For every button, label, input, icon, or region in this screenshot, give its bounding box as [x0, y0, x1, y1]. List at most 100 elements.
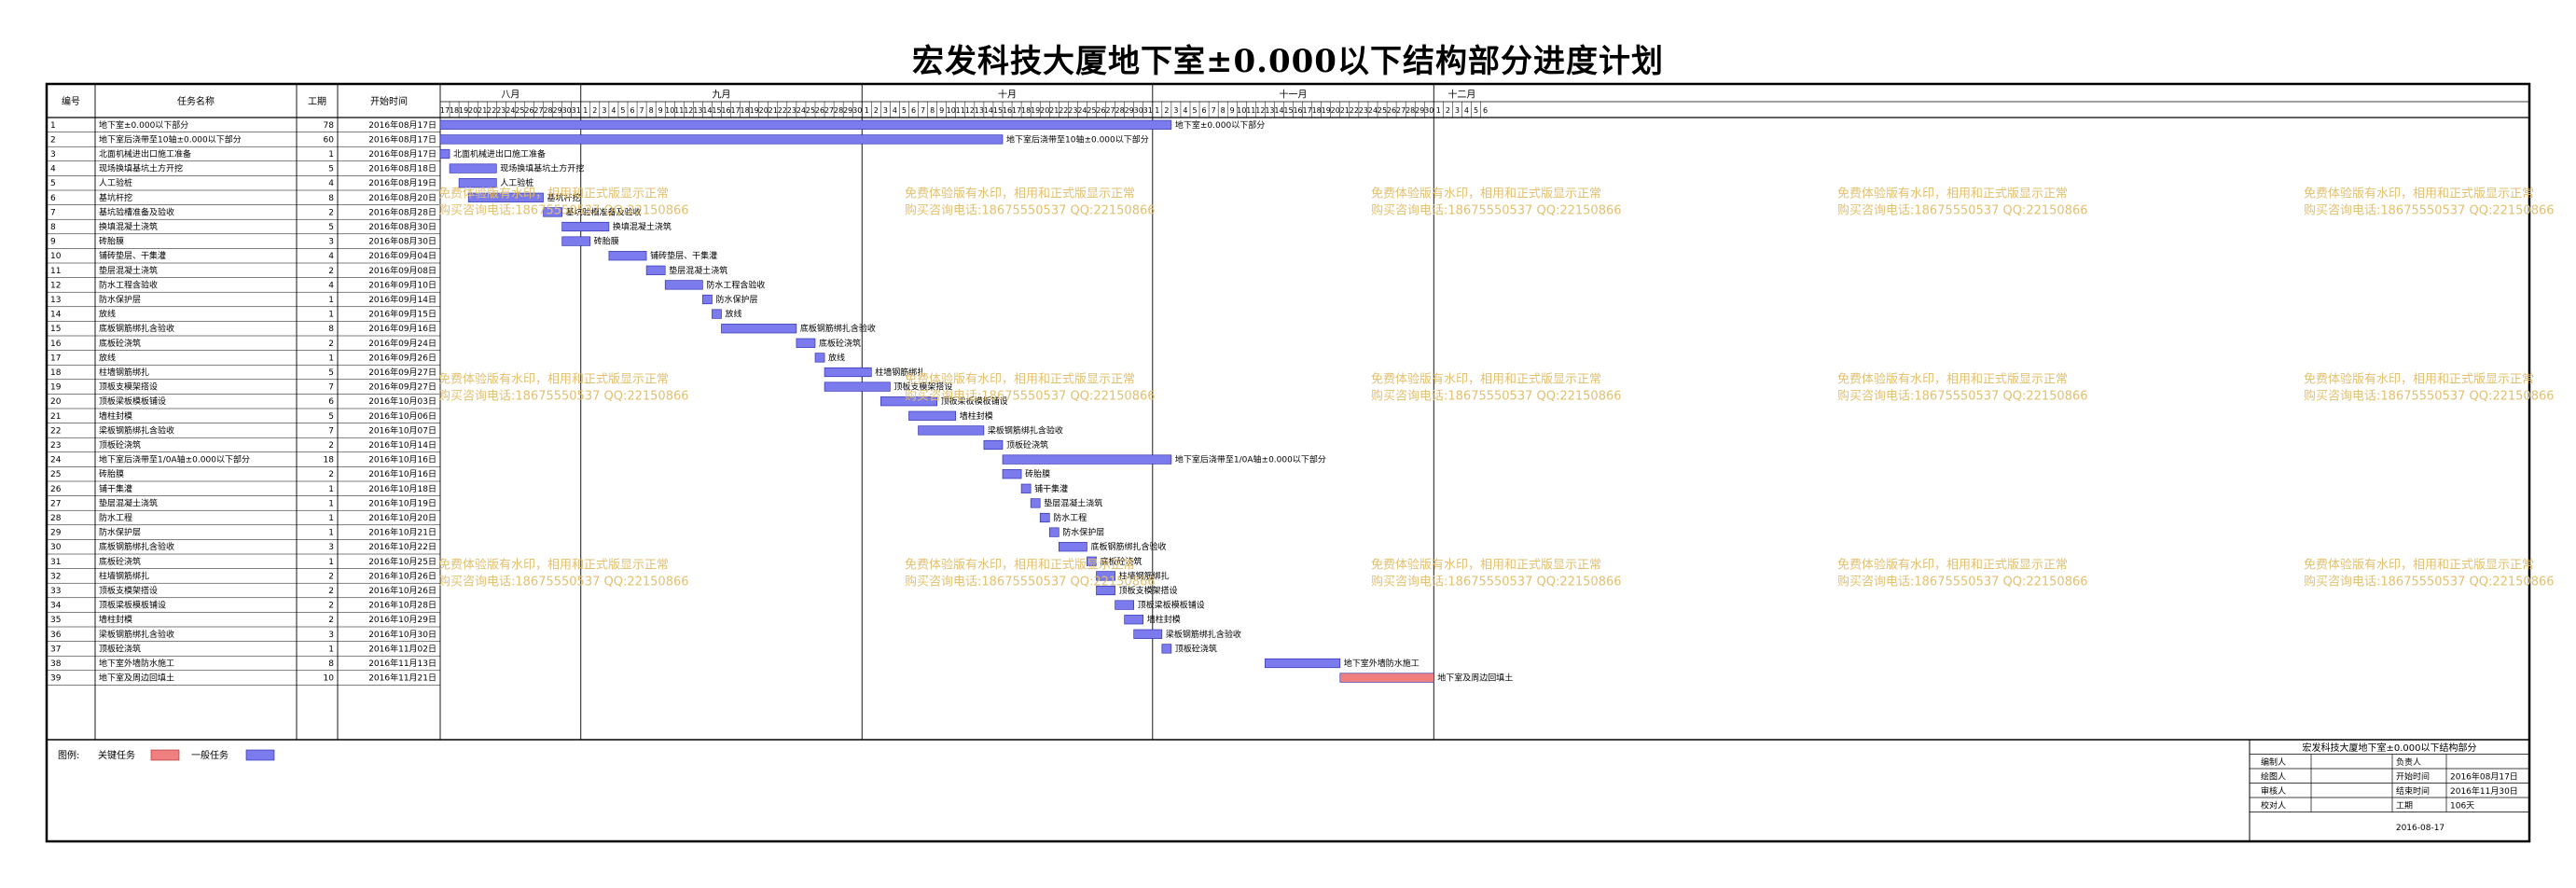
task-name: 梁板钢筋绑扎含验收: [99, 424, 174, 436]
task-duration: 1: [328, 150, 334, 160]
task-name: 北面机械进出口施工准备: [99, 148, 191, 160]
task-bar-label: 现场换填基坑土方开挖: [500, 163, 584, 174]
task-duration: 2: [328, 208, 334, 217]
task-name: 放线: [99, 309, 116, 320]
task-name: 底板砼浇筑: [99, 556, 141, 567]
watermark-line1: 免费体验版有水印，相用和正式版显示正常: [1371, 187, 1601, 201]
day-tick-label: 25: [1087, 106, 1096, 115]
day-tick-label: 11: [674, 106, 684, 115]
task-bar-label: 基坑验槽准备及验收: [566, 206, 642, 217]
task-bar: [908, 410, 957, 421]
task-bar-label: 墙柱封模: [1147, 614, 1181, 625]
task-duration: 2: [328, 441, 334, 451]
day-tick-label: 8: [930, 106, 935, 115]
watermark-line1: 免费体验版有水印，相用和正式版显示正常: [2304, 558, 2534, 573]
task-duration: 8: [328, 659, 334, 669]
month-label: 八月: [501, 90, 519, 101]
info-value: 2016年08月17日: [2450, 770, 2518, 782]
day-tick-label: 26: [1096, 106, 1105, 115]
task-start: 2016年11月02日: [368, 643, 436, 654]
task-start: 2016年11月21日: [368, 673, 436, 684]
day-tick-label: 27: [1396, 106, 1406, 115]
day-tick-label: 19: [1322, 106, 1331, 115]
task-bar: [824, 382, 891, 392]
task-bar-label: 地下室后浇带至10轴±0.000以下部分: [1006, 133, 1149, 145]
info-label: 编制人: [2261, 756, 2286, 768]
day-tick-label: 25: [515, 106, 524, 115]
task-bar-label: 基坑杆挖: [547, 192, 581, 203]
day-tick-label: 1: [583, 106, 588, 115]
task-start: 2016年10月26日: [368, 585, 436, 596]
page-title: 宏发科技大厦地下室±0.000以下结构部分进度计划: [912, 43, 1664, 80]
task-name: 砖胎膜: [99, 236, 124, 247]
day-tick-label: 24: [506, 106, 515, 115]
task-bar: [467, 192, 544, 202]
day-tick-label: 2: [1446, 106, 1450, 115]
task-bar-label: 底板砼浇筑: [819, 338, 861, 349]
task-bar-label: 防水保护层: [1062, 527, 1104, 538]
task-start: 2016年10月06日: [368, 410, 436, 422]
day-tick-label: 26: [1387, 106, 1396, 115]
task-start: 2016年08月28日: [368, 206, 436, 217]
day-tick-label: 19: [1031, 106, 1040, 115]
day-tick-label: 15: [1283, 106, 1293, 115]
day-tick-label: 17: [1303, 106, 1312, 115]
task-id: 1: [50, 121, 56, 131]
info-label: 开始时间: [2396, 770, 2430, 782]
task-bar: [439, 148, 450, 160]
task-bar: [439, 119, 1172, 130]
info-value: 2016年11月30日: [2450, 785, 2518, 797]
task-bar: [1059, 542, 1087, 552]
watermark-line2: 购买咨询电话:18675550537 QQ:22150866: [905, 389, 1156, 404]
chart-frame: [45, 82, 2531, 843]
info-value: 106天: [2450, 801, 2474, 811]
watermark-line1: 免费体验版有水印，相用和正式版显示正常: [438, 558, 669, 573]
day-tick-label: 24: [1077, 106, 1087, 115]
task-name: 地下室及周边回填土: [99, 673, 174, 684]
task-start: 2016年10月29日: [368, 614, 436, 625]
task-duration: 4: [328, 179, 334, 188]
day-tick-label: 20: [759, 106, 769, 115]
day-tick-label: 23: [1068, 106, 1077, 115]
info-label: 校对人: [2261, 799, 2286, 811]
day-tick-label: 5: [902, 106, 907, 115]
task-start: 2016年08月17日: [368, 148, 436, 160]
task-start: 2016年08月17日: [368, 133, 436, 145]
day-tick-label: 6: [1202, 106, 1207, 115]
legend-label: 图例:: [58, 749, 79, 761]
task-name: 梁板钢筋绑扎含验收: [99, 629, 174, 640]
task-duration: 4: [328, 252, 334, 261]
task-name: 现场换填基坑土方开挖: [99, 163, 183, 174]
day-tick-label: 27: [1105, 106, 1115, 115]
day-tick-label: 25: [806, 106, 815, 115]
task-id: 18: [50, 368, 62, 378]
day-tick-label: 28: [834, 106, 843, 115]
task-start: 2016年10月30日: [368, 629, 436, 640]
watermark-line2: 购买咨询电话:18675550537 QQ:22150866: [438, 389, 689, 404]
task-bar: [1039, 512, 1050, 523]
task-bar: [561, 236, 591, 246]
day-tick-label: 8: [649, 106, 654, 115]
task-id: 24: [50, 456, 62, 465]
day-tick-label: 7: [921, 106, 925, 115]
task-id: 22: [50, 426, 61, 436]
day-tick-label: 6: [911, 106, 916, 115]
task-bar-label: 顶板支模架搭设: [1119, 585, 1178, 596]
day-tick-label: 20: [1331, 106, 1340, 115]
day-tick-label: 23: [496, 106, 506, 115]
day-tick-label: 18: [1312, 106, 1322, 115]
task-bar: [880, 396, 937, 407]
day-tick-label: 20: [468, 106, 478, 115]
day-tick-label: 21: [1049, 106, 1059, 115]
day-tick-label: 14: [702, 106, 712, 115]
task-duration: 5: [328, 412, 334, 422]
day-tick-label: 20: [1040, 106, 1049, 115]
day-tick-label: 27: [824, 106, 834, 115]
task-name: 垫层混凝土浇筑: [99, 265, 158, 276]
day-tick-label: 30: [562, 106, 572, 115]
task-name: 铺干集灌: [99, 483, 132, 494]
day-tick-label: 21: [769, 106, 778, 115]
task-bar: [561, 221, 610, 232]
day-tick-label: 5: [1192, 106, 1197, 115]
day-tick-label: 16: [1293, 106, 1302, 115]
